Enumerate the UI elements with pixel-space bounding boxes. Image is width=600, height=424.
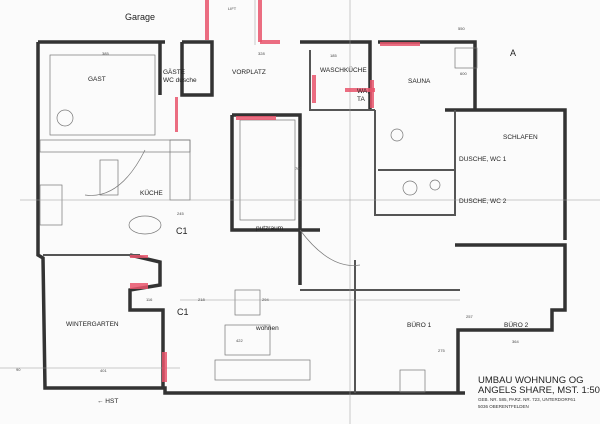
dimension-label: 116 xyxy=(146,297,153,302)
title-line-3: GEB. NR. 585, PARZ. NR. 723, UNTERDORF61 xyxy=(478,397,576,402)
room-label-gaeste-wc: WC dusche xyxy=(163,77,197,84)
new-walls xyxy=(130,0,420,382)
title-line-1: UMBAU WOHNUNG OG xyxy=(478,375,584,386)
dimension-label: 550 xyxy=(458,26,465,31)
dimension-label: 294 xyxy=(262,297,269,302)
room-label-dusche-wc1: DUSCHE, WC 1 xyxy=(459,156,507,163)
title-line-2: ANGELS SHARE, MST. 1:50 xyxy=(478,385,600,396)
room-label-ta: TA xyxy=(357,96,365,103)
section-marker-c1-top: C1 xyxy=(176,226,188,236)
dimension-label: 275 xyxy=(438,348,445,353)
room-label-buero1: BÜRO 1 xyxy=(407,321,432,329)
dimension-label: 422 xyxy=(236,338,243,343)
section-marker-a: A xyxy=(510,48,516,58)
room-label-wintergarten: WINTERGARTEN xyxy=(66,321,119,328)
dimension-label: 700 xyxy=(295,166,302,171)
dimension-label: 257 xyxy=(466,314,473,319)
markers: C1 C1 A ← HST xyxy=(97,48,516,405)
room-label-buero2: BÜRO 2 xyxy=(504,321,529,329)
title-block: UMBAU WOHNUNG OG ANGELS SHARE, MST. 1:50… xyxy=(478,375,600,409)
room-label-gaeste: GÄSTE xyxy=(163,68,186,76)
room-label-sauna: SAUNA xyxy=(408,78,431,85)
dimension-label: 401 xyxy=(100,368,107,373)
room-label-dusche-wc2: DUSCHE, WC 2 xyxy=(459,198,507,205)
room-labels: Garage LIFT GAST GÄSTE WC dusche VORPLAT… xyxy=(66,6,538,332)
dimension-labels: 385 328 700 550 600 218 294 401 422 364 … xyxy=(16,26,519,373)
room-label-wohnen: wohnen xyxy=(255,325,279,332)
hst-label: ← HST xyxy=(97,398,118,405)
dimension-label: 218 xyxy=(198,297,205,302)
room-label-gast: GAST xyxy=(88,76,106,83)
room-label-kueche: KÜCHE xyxy=(140,189,163,197)
section-marker-c1-bottom: C1 xyxy=(177,307,189,317)
title-line-4: 5036 OBERENTFELDEN xyxy=(478,404,529,409)
room-label-lift: LIFT xyxy=(228,6,237,11)
room-label-putzraum: putzraum xyxy=(256,225,283,232)
dimension-label: 385 xyxy=(102,51,109,56)
walls xyxy=(36,40,567,395)
dimension-label: 600 xyxy=(460,71,467,76)
dimension-label: 90 xyxy=(16,367,21,372)
dimension-label: 328 xyxy=(258,51,265,56)
room-label-waschkueche: WASCHKÜCHE xyxy=(320,66,367,74)
room-label-wa: WA, xyxy=(357,88,369,95)
room-label-schlafen: SCHLAFEN xyxy=(503,134,538,141)
dimension-label: 245 xyxy=(177,211,184,216)
dimension-label: 185 xyxy=(330,53,337,58)
dimension-label: 364 xyxy=(512,339,519,344)
room-label-vorplatz: VORPLATZ xyxy=(232,69,266,76)
room-label-garage: Garage xyxy=(125,12,155,22)
